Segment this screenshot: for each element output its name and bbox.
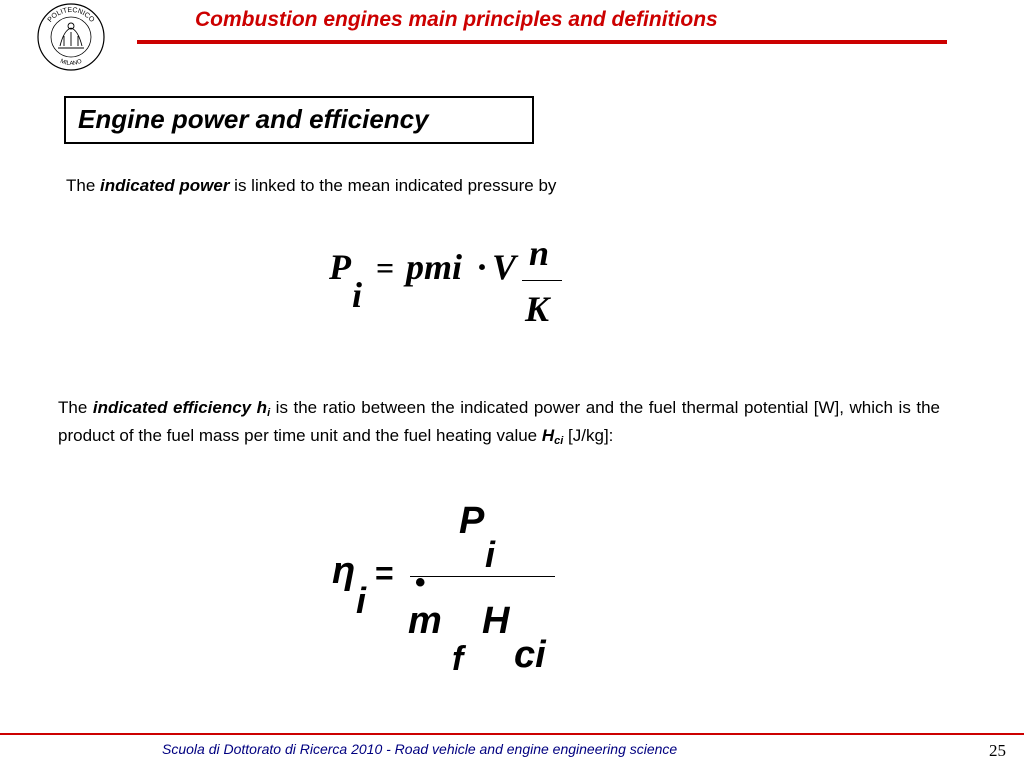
page-number: 25 (989, 741, 1006, 760)
para1-suffix: is linked to the mean indicated pressure… (229, 176, 557, 195)
f1-denominator: K (525, 289, 550, 329)
f1-dot: · (476, 247, 489, 287)
f2-H-sub: ci (514, 634, 546, 676)
f1-fraction-bar (522, 280, 562, 281)
f1-sub-i: i (352, 275, 363, 315)
footer-text: Scuola di Dottorato di Ricerca 2010 - Ro… (162, 741, 678, 757)
f2-mdot: • (415, 566, 426, 599)
logo-text-bottom: MILANO (59, 58, 83, 67)
politecnico-logo: POLITECNICO MILANO (34, 2, 108, 72)
header-title: Combustion engines main principles and d… (195, 8, 718, 31)
header-divider (137, 40, 947, 44)
f2-eta: η (332, 550, 356, 592)
paragraph-indicated-efficiency: The indicated efficiency hi is the ratio… (58, 394, 940, 450)
footer-divider (0, 733, 1024, 735)
para1-prefix: The (66, 176, 101, 195)
section-title: Engine power and efficiency (78, 104, 429, 134)
f1-P: P (329, 247, 351, 287)
f2-m-sub: f (452, 640, 464, 678)
f2-eta-sub: i (356, 580, 367, 621)
f2-fraction-bar (410, 576, 555, 577)
paragraph-indicated-power: The indicated power is linked to the mea… (66, 172, 556, 200)
para2-prefix: The (58, 398, 93, 417)
f2-P-sub: i (485, 534, 496, 575)
para2-H-sub: ci (554, 435, 564, 447)
f2-equals: = (375, 555, 394, 591)
f2-H: H (482, 600, 510, 642)
f1-V: V (492, 247, 517, 287)
f1-pmi: pmi (406, 247, 463, 287)
para2-term: indicated efficiency h (92, 398, 268, 417)
para2-suffix: [J/kg]: (563, 426, 614, 445)
svg-text:MILANO: MILANO (59, 58, 83, 67)
para2-middle: is the ratio between the indicated power… (58, 398, 940, 445)
f2-m: m (408, 600, 442, 642)
f1-numerator: n (529, 233, 550, 273)
f1-equals: = (376, 250, 395, 286)
para2-H: H (541, 426, 555, 445)
para1-term: indicated power (100, 176, 230, 195)
section-title-box (64, 96, 534, 144)
para2-term-sub: i (267, 407, 271, 419)
f2-P: P (459, 500, 485, 542)
